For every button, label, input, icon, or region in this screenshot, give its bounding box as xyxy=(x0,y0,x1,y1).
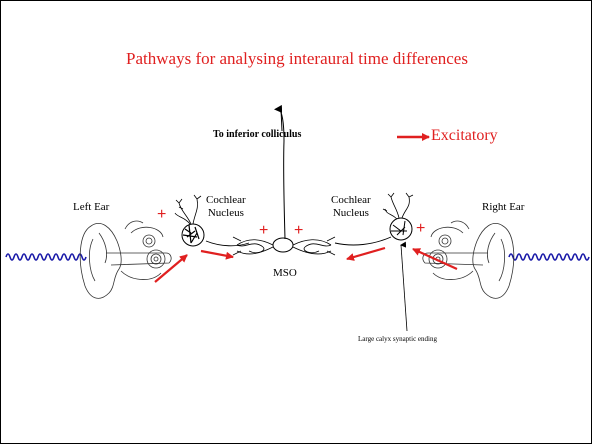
left-ear-label: Left Ear xyxy=(73,201,110,213)
excitatory-arrow-right-ear-to-cn xyxy=(412,247,458,271)
plus-sign-right-cn: + xyxy=(416,220,426,237)
left-cochlear-nucleus-label: Cochlear Nucleus xyxy=(206,194,246,219)
left-ear-icon xyxy=(79,220,172,299)
left-cochlear-nucleus-neuron xyxy=(174,194,205,247)
mso-neuron xyxy=(205,236,392,256)
excitatory-arrow-left-cn-to-mso xyxy=(200,249,234,260)
right-ear-label: Right Ear xyxy=(482,201,525,213)
mso-label: MSO xyxy=(273,267,297,279)
right-sound-wave xyxy=(508,253,590,261)
right-cochlear-nucleus-neuron xyxy=(382,192,414,241)
right-ear-icon xyxy=(422,220,515,299)
calyx-pointer xyxy=(400,241,408,332)
excitatory-legend-label: Excitatory xyxy=(431,127,498,144)
slide-title: Pathways for analysing interaural time d… xyxy=(126,49,468,68)
calyx-label: Large calyx synaptic ending xyxy=(358,335,437,343)
to-inferior-colliculus-label: To inferior colliculus xyxy=(213,129,302,140)
plus-sign-left-cn: + xyxy=(157,206,167,223)
right-cochlear-nucleus-label: Cochlear Nucleus xyxy=(331,194,371,219)
excitatory-arrow-right-cn-to-mso xyxy=(346,246,386,261)
output-arrowhead xyxy=(274,104,283,132)
left-sound-wave xyxy=(5,253,87,261)
excitatory-arrow-left-ear-to-cn xyxy=(154,254,188,283)
plus-sign-mso-right: + xyxy=(294,222,304,239)
plus-sign-mso-left: + xyxy=(259,222,269,239)
